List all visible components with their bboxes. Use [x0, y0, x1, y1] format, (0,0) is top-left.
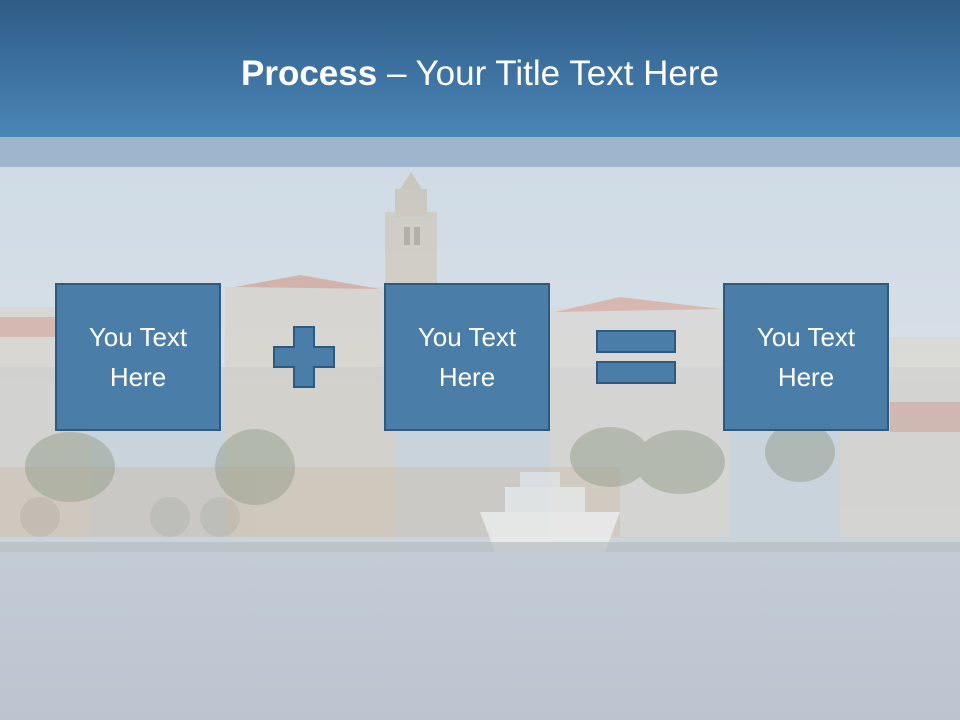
box-1-line-1: You Text [88, 322, 188, 352]
box-2-line-2: Here [438, 362, 496, 392]
box-3-line-2: Here [777, 362, 835, 392]
process-box-2-text: You Text Here [418, 317, 516, 397]
plus-icon[interactable] [272, 325, 336, 389]
equals-icon[interactable] [596, 330, 676, 384]
box-2-line-1: You Text [417, 322, 517, 352]
process-box-1[interactable]: You Text Here [55, 283, 221, 431]
box-1-line-2: Here [109, 362, 167, 392]
background-photo [0, 167, 960, 720]
box-3-line-1: You Text [756, 322, 856, 352]
water [0, 552, 960, 720]
title-rest-text: – Your Title Text Here [377, 54, 719, 93]
slide-title[interactable]: Process – Your Title Text Here [0, 52, 960, 96]
title-bold-text: Process [241, 54, 378, 93]
process-box-2[interactable]: You Text Here [384, 283, 550, 431]
process-box-3-text: You Text Here [757, 317, 855, 397]
process-box-1-text: You Text Here [89, 317, 187, 397]
title-bar: Process – Your Title Text Here [0, 0, 960, 137]
header-strip [0, 137, 960, 167]
process-box-3[interactable]: You Text Here [723, 283, 889, 431]
